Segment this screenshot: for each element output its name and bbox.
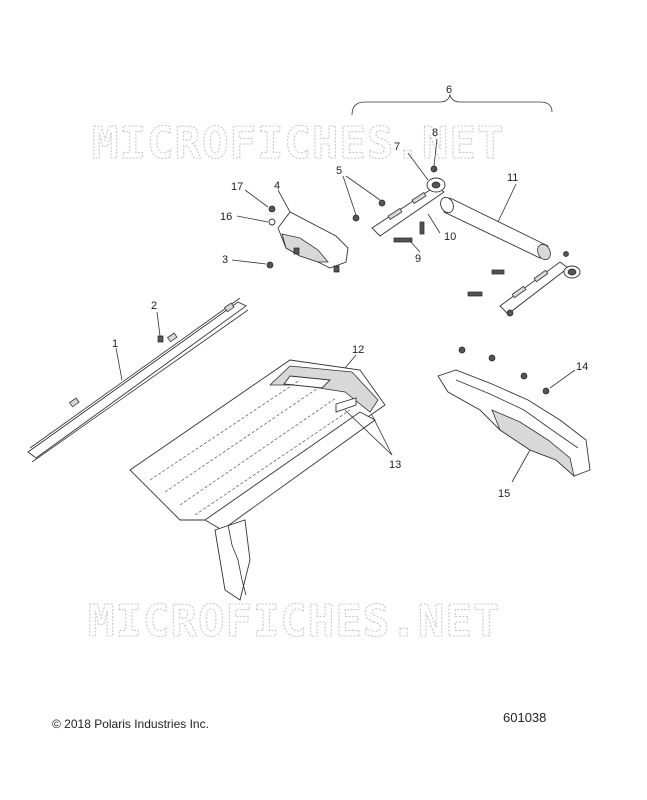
leader-3 <box>231 259 267 265</box>
leader-7 <box>407 152 429 181</box>
copyright-text: © 2018 Polaris Industries Inc. <box>52 717 209 731</box>
leader-15 <box>511 449 531 483</box>
callout-12: 12 <box>352 344 364 356</box>
callout-17: 17 <box>231 181 243 193</box>
assembly-6-brace <box>351 93 553 116</box>
part-16-washer <box>268 218 276 226</box>
part-3-screw <box>266 261 274 269</box>
part-14-screws <box>458 346 550 395</box>
leader-5a <box>342 175 357 216</box>
watermark-top: MICROFICHES.NET <box>92 118 504 169</box>
part-7-bushing <box>426 177 446 193</box>
leader-14 <box>549 369 576 389</box>
part-9-bolt <box>393 221 425 243</box>
callout-7: 7 <box>394 141 400 153</box>
leader-12 <box>344 354 357 369</box>
leader-11 <box>497 183 517 223</box>
part-8-nut <box>430 165 438 173</box>
part-15-guard <box>437 369 591 478</box>
part-11-tube <box>440 196 551 261</box>
callout-1: 1 <box>112 338 118 350</box>
leader-17 <box>244 189 269 208</box>
callout-8: 8 <box>432 127 438 139</box>
leader-4 <box>277 189 291 213</box>
part-1-rail <box>27 297 249 463</box>
leader-10 <box>427 213 441 234</box>
callout-6: 6 <box>446 84 452 96</box>
part-2-screw <box>157 335 164 343</box>
part-10-arm-lower <box>467 251 581 317</box>
leader-8 <box>433 138 438 167</box>
leader-16 <box>236 215 269 223</box>
callout-5: 5 <box>336 165 342 177</box>
part-17-nut <box>268 205 276 213</box>
callout-15: 15 <box>498 488 510 500</box>
diagram-number: 601038 <box>503 710 547 725</box>
part-4-bracket <box>277 211 349 273</box>
callout-14: 14 <box>576 361 588 373</box>
leader-1 <box>115 347 123 381</box>
part-10-arm <box>371 185 445 237</box>
watermark-bottom: MICROFICHES.NET <box>88 596 500 647</box>
part-5-fasteners <box>352 199 386 222</box>
leader-9 <box>409 240 421 253</box>
callout-4: 4 <box>274 180 280 192</box>
leader-13b <box>371 414 393 456</box>
callout-2: 2 <box>151 300 157 312</box>
callout-10: 10 <box>444 231 456 243</box>
callout-3: 3 <box>222 254 228 266</box>
callout-9: 9 <box>415 253 421 265</box>
leader-13a <box>344 409 393 456</box>
leader-2 <box>156 311 161 337</box>
callout-13: 13 <box>389 459 401 471</box>
part-12-cargo-bed <box>129 359 386 601</box>
callout-16: 16 <box>220 211 232 223</box>
leader-5b <box>345 175 381 201</box>
callout-11: 11 <box>507 172 518 184</box>
